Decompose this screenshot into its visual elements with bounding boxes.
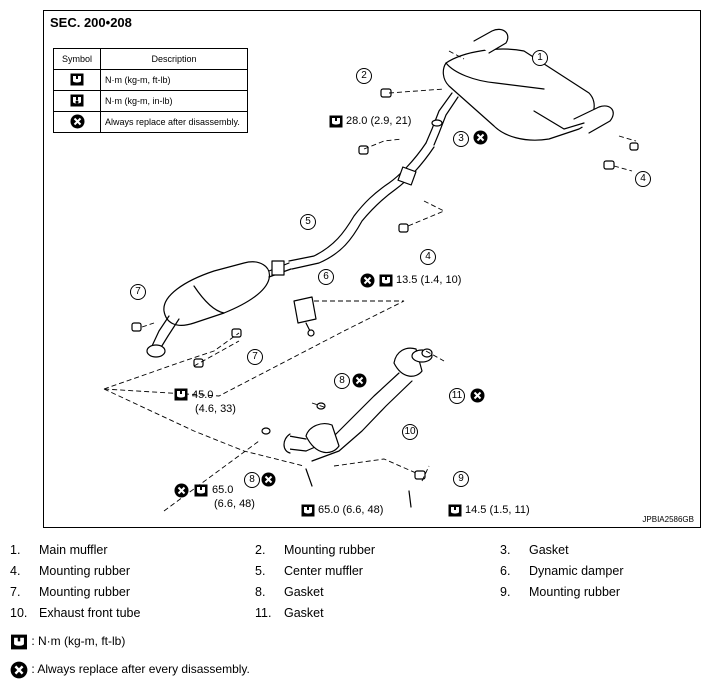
exhaust-diagram: SEC. 200•208 Symbol Description N·m (kg-…: [43, 10, 701, 528]
footer-replace-text: : Always replace after every disassembly…: [31, 662, 250, 677]
center-muffler-front-pipe: [151, 315, 170, 347]
part-label-7: 7: [130, 284, 146, 300]
torque-callout-45: 45.0: [192, 389, 214, 401]
catalyst-lower: [305, 423, 340, 454]
main-muffler-inlet-pipe: [425, 92, 453, 144]
bolt-lower-center: [305, 468, 313, 487]
legend-description: N·m (kg-m, ft-lb): [100, 69, 248, 91]
mounting-rubber-7a-shape: [131, 322, 142, 332]
part-label-2: 2: [356, 68, 372, 84]
legend-row: Always replace after disassembly.: [53, 111, 248, 133]
torque-callout-65-left: 65.0: [212, 484, 234, 496]
section-title: SEC. 200•208: [50, 15, 132, 30]
torque-wrench-icon: [379, 274, 393, 287]
gasket-3-shape: [431, 119, 443, 127]
mounting-rubber-7b-shape: [231, 328, 242, 338]
part-label-8: 8: [244, 472, 260, 488]
exhaust-system-drawing: [103, 28, 639, 512]
symbol-legend-table: Symbol Description N·m (kg-m, ft-lb) N·m…: [53, 48, 248, 133]
torque-wrench-small-icon: [70, 94, 84, 106]
legend-row: N·m (kg-m, ft-lb): [53, 69, 248, 91]
legend-header-symbol: Symbol: [53, 48, 101, 70]
main-muffler-tailpipe-right: [573, 105, 614, 134]
torque-wrench-icon: [174, 388, 188, 401]
torque-wrench-icon: [70, 73, 84, 85]
replace-x-icon: [261, 472, 276, 487]
torque-wrench-icon: [448, 504, 462, 517]
part-label-4: 4: [420, 249, 436, 265]
gasket-11-shape: [421, 348, 433, 358]
mounting-rubber-4a-shape: [603, 160, 615, 170]
reference-code: JPBIA2586GB: [642, 515, 694, 524]
part-label-6: 6: [318, 269, 334, 285]
part-label-4: 4: [635, 171, 651, 187]
legend-header-description: Description: [100, 48, 248, 70]
torque-callout-65-left-values: (6.6, 48): [214, 498, 255, 510]
replace-x-icon: [473, 130, 488, 145]
replace-x-icon: [470, 388, 485, 403]
torque-callout-28: 28.0 (2.9, 21): [346, 115, 412, 127]
legend-row: N·m (kg-m, in-lb): [53, 90, 248, 112]
part-label-1: 1: [532, 50, 548, 66]
gasket-8-lower-shape: [261, 427, 271, 435]
torque-wrench-icon: [194, 484, 208, 497]
replace-x-icon: [70, 114, 84, 128]
replace-x-icon: [10, 661, 28, 679]
mounting-rubber-9-shape: [414, 470, 426, 480]
part-label-7: 7: [247, 349, 263, 365]
legend-description: N·m (kg-m, in-lb): [100, 90, 248, 112]
bolt-lower-right: [408, 490, 412, 508]
footer-legend-torque: : N·m (kg-m, ft-lb): [10, 634, 125, 650]
dynamic-damper-shape: [293, 296, 317, 324]
center-pipe-bracket: [397, 166, 417, 186]
torque-wrench-icon: [301, 504, 315, 517]
replace-x-icon: [352, 373, 367, 388]
part-label-10: 10: [402, 424, 418, 440]
replace-x-icon: [174, 483, 189, 498]
torque-callout-45-values: (4.6, 33): [195, 403, 236, 415]
torque-callout-65-center: 65.0 (6.6, 48): [318, 504, 384, 516]
torque-wrench-icon: [329, 115, 343, 128]
center-pipe: [288, 142, 427, 262]
replace-x-icon: [360, 273, 375, 288]
part-label-9: 9: [453, 471, 469, 487]
mounting-rubber-4c-shape: [398, 223, 409, 233]
part-label-5: 5: [300, 214, 316, 230]
center-muffler-shape: [163, 261, 271, 326]
main-muffler-tailpipe-top: [473, 28, 509, 54]
mounting-rubber-4b-shape: [629, 142, 639, 151]
torque-callout-13-5: 13.5 (1.4, 10): [396, 274, 462, 286]
legend-description: Always replace after disassembly.: [100, 111, 248, 133]
part-label-11: 11: [449, 388, 465, 404]
part-label-8: 8: [334, 373, 350, 389]
footer-legend-replace: : Always replace after every disassembly…: [10, 661, 250, 679]
torque-wrench-icon: [11, 634, 27, 650]
footer-torque-text: : N·m (kg-m, ft-lb): [31, 634, 126, 649]
torque-callout-14-5: 14.5 (1.5, 11): [465, 504, 530, 516]
part-label-3: 3: [453, 131, 469, 147]
